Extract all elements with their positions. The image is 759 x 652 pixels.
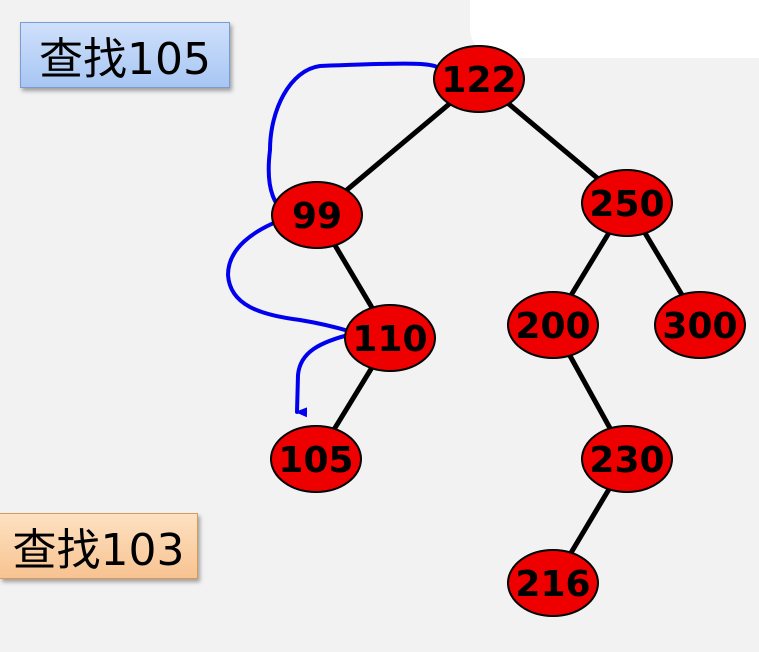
node-circle bbox=[271, 181, 363, 249]
node-value: 122 bbox=[441, 60, 516, 101]
white-patch bbox=[470, 0, 759, 58]
node-circle bbox=[270, 425, 362, 493]
node-value: 110 bbox=[352, 319, 427, 360]
node-value: 216 bbox=[515, 564, 590, 605]
search-path-segment-99-to-110 bbox=[225, 214, 354, 334]
node-circle bbox=[581, 425, 673, 493]
tree-node-216: 216 bbox=[507, 549, 599, 617]
node-value: 105 bbox=[278, 440, 353, 481]
node-value: 250 bbox=[589, 184, 664, 225]
tree-node-200: 200 bbox=[507, 291, 599, 359]
tree-node-230: 230 bbox=[581, 425, 673, 493]
node-circle bbox=[654, 291, 746, 359]
tree-node-122: 122 bbox=[433, 45, 525, 113]
node-circle bbox=[507, 291, 599, 359]
search-path-segment-110-to-105 bbox=[295, 332, 354, 418]
node-circle bbox=[433, 45, 525, 113]
tree-node-110: 110 bbox=[344, 304, 436, 372]
node-circle bbox=[507, 549, 599, 617]
node-circle bbox=[581, 169, 673, 237]
search-103-label: 查找103 bbox=[0, 513, 198, 579]
tree-nodes: 122 99 250 110 200 300 105 230 216 bbox=[270, 45, 746, 617]
node-value: 99 bbox=[292, 196, 342, 237]
tree-node-250: 250 bbox=[581, 169, 673, 237]
search-path-segment-122-to-99 bbox=[266, 61, 444, 218]
node-value: 300 bbox=[662, 306, 737, 347]
node-value: 230 bbox=[589, 440, 664, 481]
tree-node-99: 99 bbox=[271, 181, 363, 249]
node-circle bbox=[344, 304, 436, 372]
search-path-105 bbox=[225, 61, 444, 418]
node-value: 200 bbox=[515, 306, 590, 347]
tree-node-300: 300 bbox=[654, 291, 746, 359]
search-105-label: 查找105 bbox=[20, 22, 230, 88]
tree-node-105: 105 bbox=[270, 425, 362, 493]
